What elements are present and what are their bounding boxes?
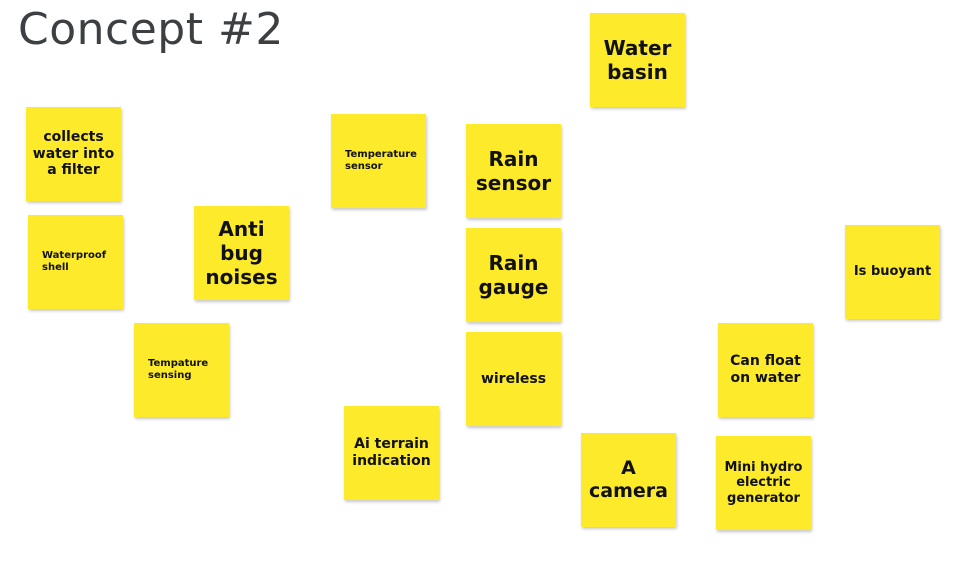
sticky-note-mini-hydro[interactable]: Mini hydro electric generator xyxy=(716,436,811,530)
sticky-note-tempature-sensing[interactable]: Tempature sensing xyxy=(134,323,229,417)
sticky-note-waterproof-shell[interactable]: Waterproof shell xyxy=(28,215,123,309)
sticky-note-wireless[interactable]: wireless xyxy=(466,332,561,426)
sticky-note-a-camera[interactable]: A camera xyxy=(581,433,676,527)
sticky-note-text: Waterproof shell xyxy=(42,250,107,273)
sticky-note-text: Anti bug noises xyxy=(205,217,278,289)
sticky-note-can-float[interactable]: Can float on water xyxy=(718,323,813,417)
sticky-note-text: Tempature sensing xyxy=(148,358,209,381)
sticky-note-text: Is buoyant xyxy=(853,264,932,280)
sticky-note-text: Temperature sensor xyxy=(345,149,417,172)
sticky-note-ai-terrain[interactable]: Ai terrain indication xyxy=(344,406,439,500)
sticky-note-water-basin[interactable]: Water basin xyxy=(590,13,685,107)
sticky-note-anti-bug-noises[interactable]: Anti bug noises xyxy=(194,206,289,300)
sticky-note-text: A camera xyxy=(589,457,668,502)
board-title: Concept #2 xyxy=(18,4,284,55)
sticky-note-text: Water basin xyxy=(603,36,672,84)
sticky-note-text: Rain gauge xyxy=(478,251,549,299)
sticky-note-text: Mini hydro electric generator xyxy=(724,459,803,506)
sticky-note-text: Ai terrain indication xyxy=(352,436,431,469)
sticky-note-collects-water[interactable]: collects water into a filter xyxy=(26,107,121,201)
sticky-note-text: Rain sensor xyxy=(475,147,552,195)
sticky-note-text: collects water into a filter xyxy=(32,128,115,179)
sticky-note-rain-gauge[interactable]: Rain gauge xyxy=(466,228,561,322)
sticky-note-temperature-sensor[interactable]: Temperature sensor xyxy=(331,114,426,208)
sticky-note-rain-sensor[interactable]: Rain sensor xyxy=(466,124,561,218)
sticky-note-text: wireless xyxy=(480,370,547,387)
sticky-note-text: Can float on water xyxy=(730,353,801,386)
sticky-note-is-buoyant[interactable]: Is buoyant xyxy=(845,225,940,319)
